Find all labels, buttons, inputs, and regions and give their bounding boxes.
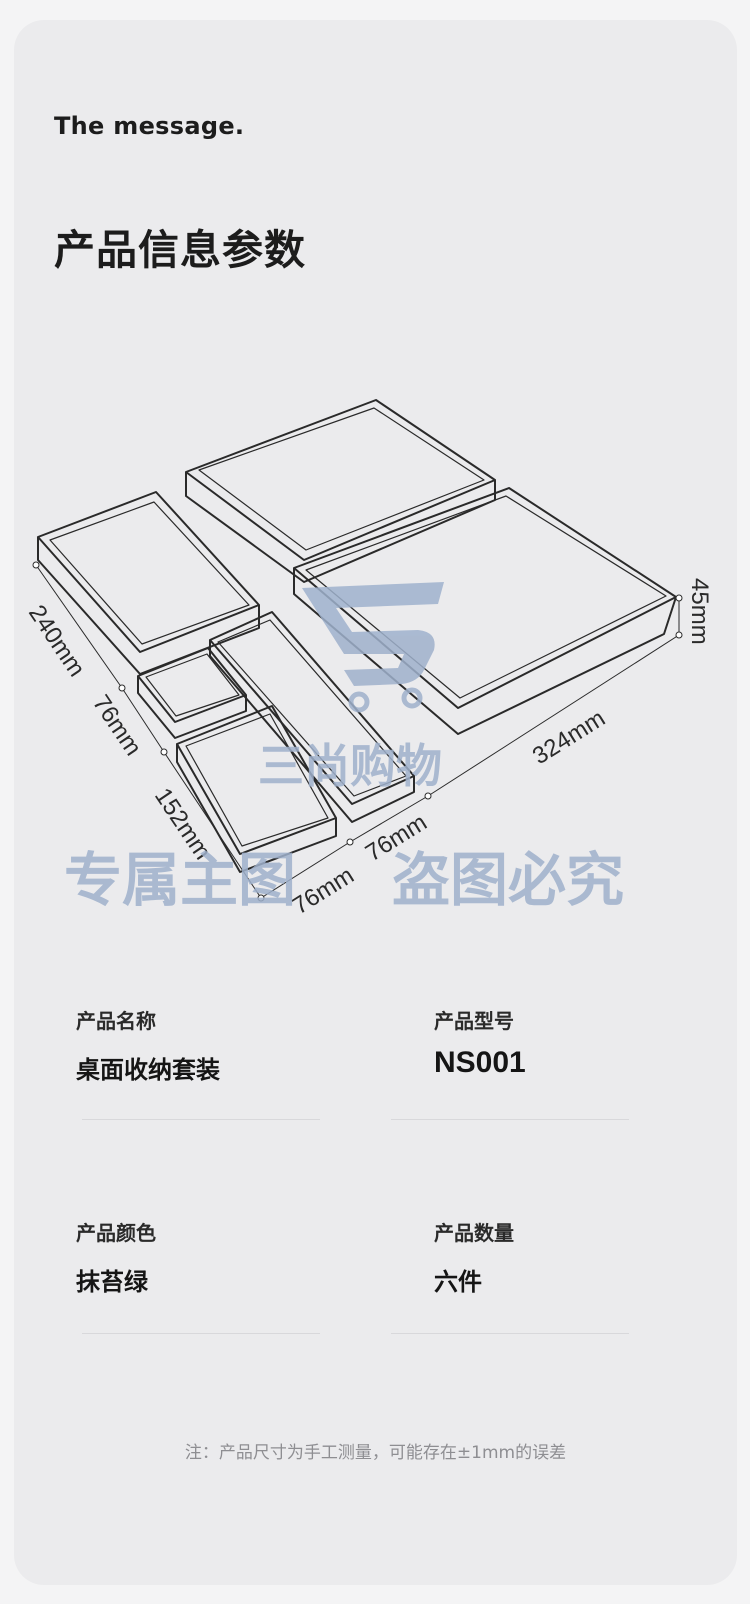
dim-label-45: 45mm — [686, 578, 713, 645]
spec-label: 产品名称 — [76, 1009, 156, 1033]
dim-label-240: 240mm — [23, 600, 90, 681]
spec-item-quantity: 产品数量 六件 — [434, 1217, 684, 1297]
watermark-brand: 三尚购物 — [258, 739, 442, 793]
tray-front-152 — [176, 705, 337, 873]
product-dimension-diagram: 240mm 76mm 152mm 76mm 76mm 324mm 45mm 三尚… — [14, 350, 737, 950]
eyebrow-title: The message. — [54, 112, 245, 140]
divider — [82, 1333, 320, 1334]
spec-item-name: 产品名称 桌面收纳套装 — [76, 1005, 326, 1085]
tray-long-76x152 — [209, 611, 415, 823]
divider — [391, 1333, 629, 1334]
spec-label: 产品数量 — [434, 1221, 514, 1245]
page-title: 产品信息参数 — [54, 226, 306, 274]
watermark-notice-right: 盗图必究 — [392, 846, 624, 914]
divider — [82, 1119, 320, 1120]
dim-label-76-bottom-a: 76mm — [288, 862, 359, 920]
watermark-cart-logo — [302, 582, 444, 713]
spec-item-model: 产品型号 NS001 — [434, 1005, 684, 1080]
spec-label: 产品颜色 — [76, 1221, 156, 1245]
spec-value: 桌面收纳套装 — [76, 1056, 220, 1084]
spec-value: 六件 — [434, 1268, 482, 1296]
tray-back-large — [185, 399, 496, 583]
spec-value: 抹苔绿 — [76, 1268, 148, 1296]
divider — [391, 1119, 629, 1120]
tray-left-240 — [37, 491, 260, 675]
dim-label-76-left: 76mm — [87, 690, 147, 760]
spec-value: NS001 — [434, 1046, 526, 1079]
dimension-lines — [35, 564, 680, 899]
tray-small-76 — [137, 647, 247, 739]
spec-label: 产品型号 — [434, 1009, 514, 1033]
watermark-notice-left: 专属主图 — [64, 846, 296, 914]
measurement-footnote: 注：产品尺寸为手工测量，可能存在±1mm的误差 — [184, 1443, 567, 1463]
info-card: The message. 产品信息参数 — [14, 20, 737, 1585]
dim-label-324: 324mm — [528, 705, 610, 770]
spec-item-color: 产品颜色 抹苔绿 — [76, 1217, 326, 1297]
